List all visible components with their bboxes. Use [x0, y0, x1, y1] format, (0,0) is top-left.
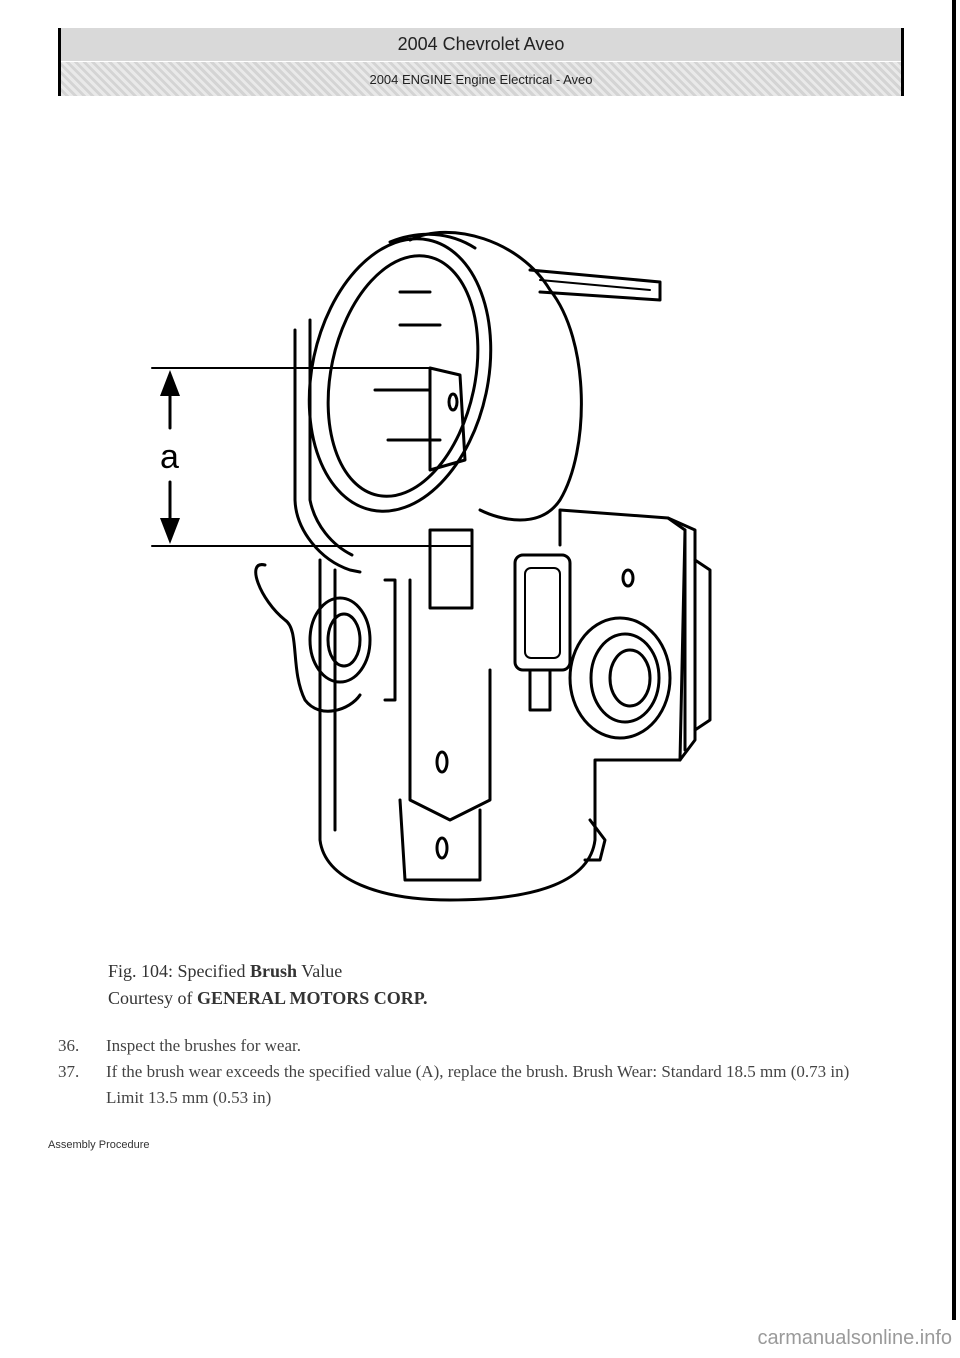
face-ring-inner — [326, 254, 480, 498]
brush-bracket — [428, 366, 467, 472]
header-subtitle: 2004 ENGINE Engine Electrical - Aveo — [61, 62, 901, 96]
side-slot — [513, 553, 572, 672]
step-text: Inspect the brushes for wear. — [106, 1036, 301, 1055]
step-number: 37. — [58, 1062, 80, 1081]
dimension-arrow-up — [160, 370, 180, 396]
page-right-border — [952, 0, 956, 1320]
housing-cylinder — [408, 230, 583, 522]
regulator-body — [318, 508, 687, 902]
brush — [428, 528, 474, 610]
right-side-panel — [666, 516, 697, 762]
outer-frame — [293, 328, 362, 574]
header-title: 2004 Chevrolet Aveo — [61, 28, 901, 62]
caption-line-1: Fig. 104: Specified Brush Value — [108, 961, 343, 981]
spring-arm-left — [254, 563, 362, 713]
spring-coil-right — [568, 616, 672, 740]
top-clip — [528, 268, 662, 302]
watermark: carmanualsonline.info — [757, 1327, 952, 1349]
section-heading: Assembly Procedure — [48, 1139, 150, 1151]
document-header: 2004 Chevrolet Aveo 2004 ENGINE Engine E… — [58, 28, 904, 96]
step-text: If the brush wear exceeds the specified … — [106, 1062, 850, 1107]
procedure-steps: 36. Inspect the brushes for wear. 37. If… — [58, 1033, 878, 1111]
caption-line-2: Courtesy of GENERAL MOTORS CORP. — [108, 988, 428, 1008]
face-ring-outer — [307, 237, 493, 513]
procedure-step: 37. If the brush wear exceeds the specif… — [58, 1059, 878, 1111]
step-number: 36. — [58, 1036, 80, 1055]
lower-plate — [398, 798, 482, 882]
dimension-label: a — [160, 438, 179, 476]
figure-caption: Fig. 104: Specified Brush Value Courtesy… — [108, 958, 428, 1012]
dimension-arrow-down — [160, 518, 180, 544]
bottom-tab — [583, 818, 607, 862]
brush-holder-illustration: a — [120, 200, 740, 920]
procedure-step: 36. Inspect the brushes for wear. — [58, 1033, 878, 1059]
